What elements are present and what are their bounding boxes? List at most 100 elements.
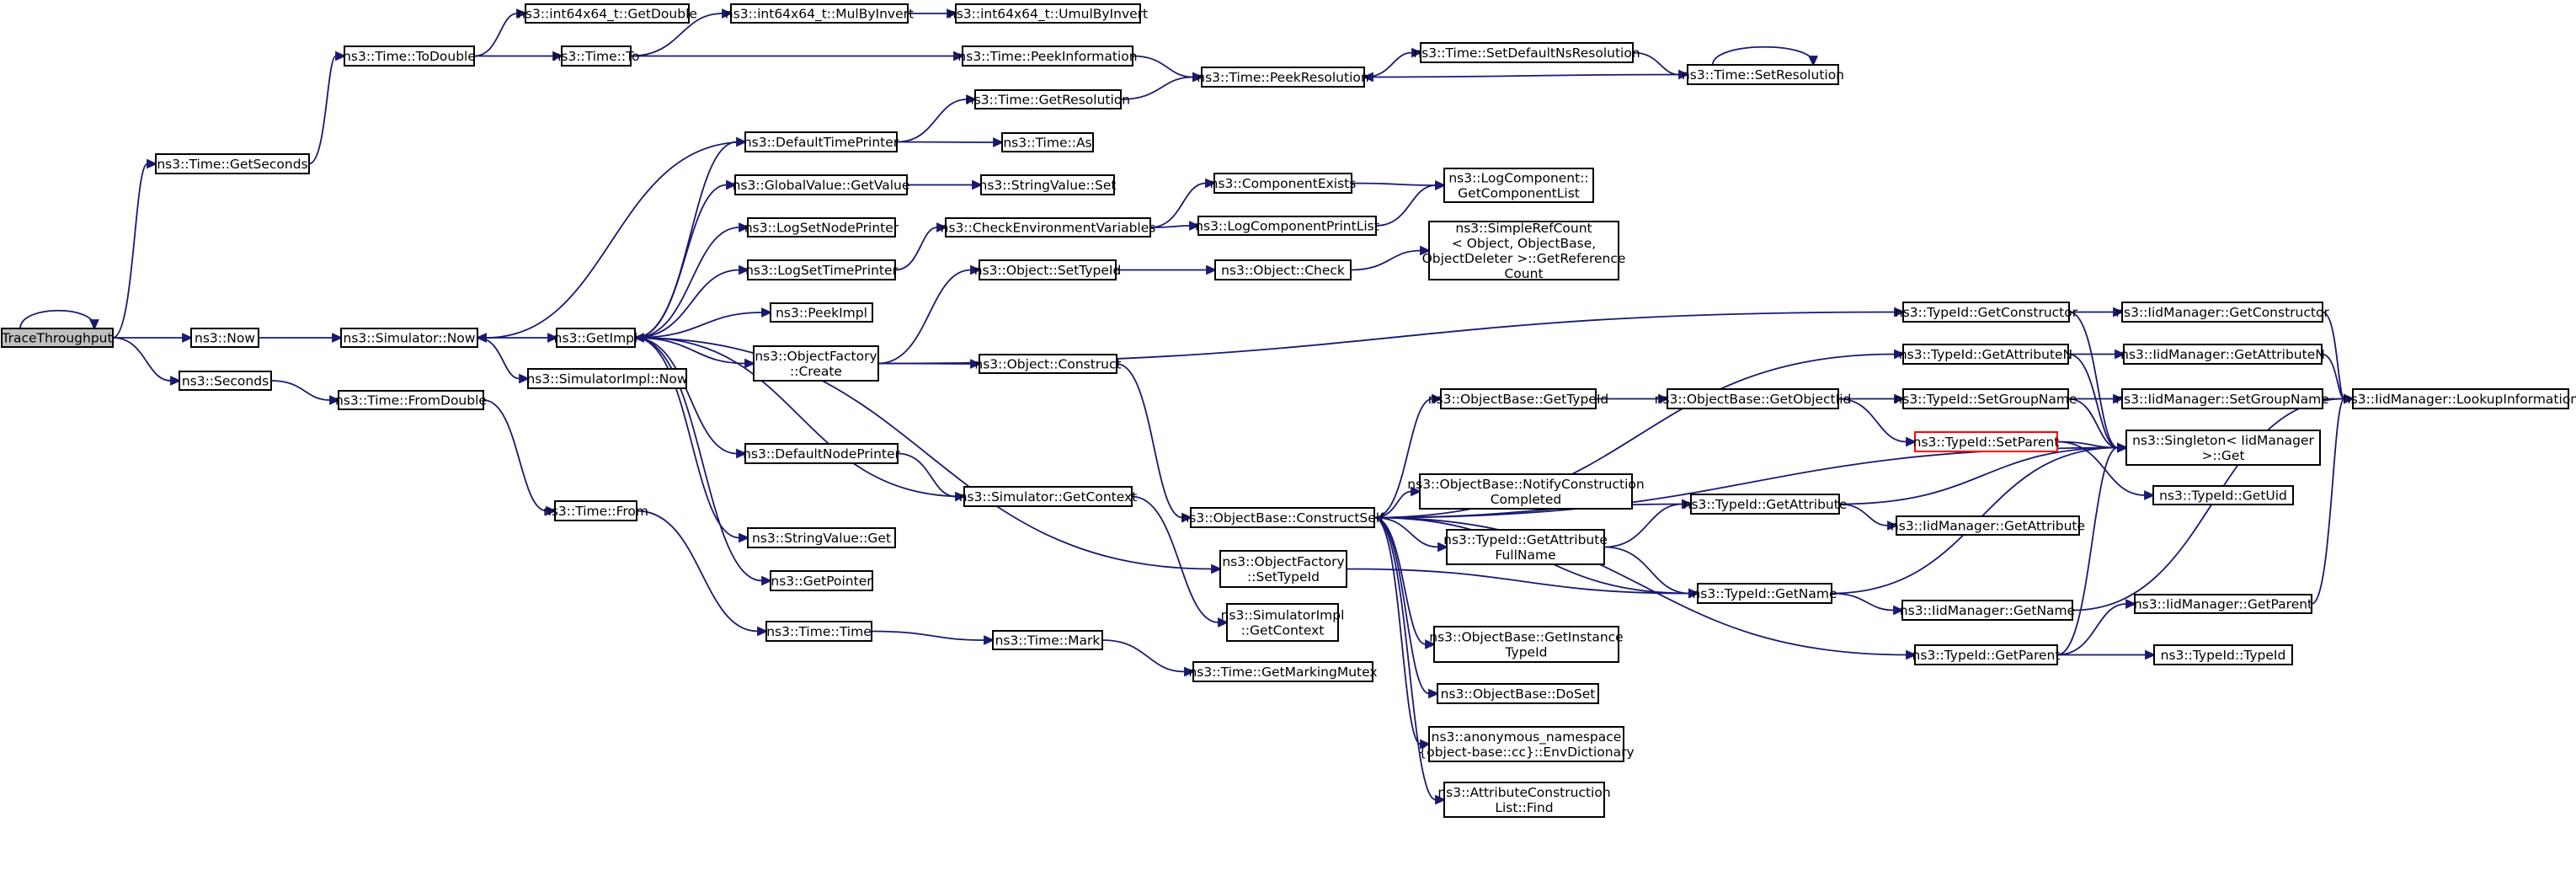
node-iidgetname[interactable]: ns3::IidManager::GetName (1900, 600, 2075, 621)
node-lookupinformation[interactable]: ns3::IidManager::LookupInformation (2343, 388, 2576, 409)
edge-tidgetconstructor-to-iidgetconstructor (2069, 307, 2125, 318)
node-tidgetattributen[interactable]: ns3::TypeId::GetAttributeN (1899, 344, 2072, 365)
node-iidgetconstructor[interactable]: ns3::IidManager::GetConstructor (2115, 302, 2329, 323)
edge-tidgetname-to-iidgetname (1831, 592, 1905, 616)
node-ofsettypeid[interactable]: ns3::ObjectFactory::SetTypeId (1219, 550, 1347, 588)
node-gettseconds[interactable]: ns3::Time::GetSeconds (155, 153, 310, 174)
node-stringvalueset[interactable]: ns3::StringValue::Set (979, 174, 1117, 195)
node-tracethroughput[interactable]: TraceThroughput (1, 328, 114, 348)
node-tidgetname[interactable]: ns3::TypeId::GetName (1692, 583, 1837, 604)
node-peekimpl[interactable]: ns3::PeekImpl (770, 302, 873, 323)
node-getresolution[interactable]: ns3::Time::GetResolution (966, 89, 1130, 109)
edge-getimpl-to-ofsettypeid (634, 337, 1223, 574)
node-timeto[interactable]: ns3::Time::To (553, 45, 640, 67)
node-getcomponentlist[interactable]: ns3::LogComponent::GetComponentList (1443, 168, 1594, 203)
node-umulbyinvert[interactable]: ns3::int64x64_t::UmulByInvert (948, 3, 1148, 24)
node-getimpl[interactable]: ns3::GetImpl (554, 328, 638, 348)
node-label: ns3::GetPointer (771, 574, 872, 589)
node-seconds[interactable]: ns3::Seconds (179, 371, 272, 391)
node-defaultnodeprinter[interactable]: ns3::DefaultNodePrinter (743, 443, 901, 464)
node-iidsetgroupname[interactable]: ns3::IidManager::SetGroupName (2115, 388, 2329, 409)
node-getpointer[interactable]: ns3::GetPointer (770, 570, 873, 591)
node-envdictionary[interactable]: ns3::anonymous_namespace{object-base::cc… (1418, 726, 1635, 762)
node-constructself[interactable]: ns3::ObjectBase::ConstructSelf (1181, 507, 1384, 528)
node-tidsetgroupname[interactable]: ns3::TypeId::SetGroupName (1894, 388, 2077, 409)
node-iidgetparent[interactable]: ns3::IidManager::GetParent (2134, 594, 2312, 614)
edge-arrowhead (1906, 649, 1917, 660)
node-getobjectiid[interactable]: ns3::ObjectBase::GetObjectIid (1655, 388, 1852, 409)
node-box (344, 45, 475, 67)
node-mulbyinvert[interactable]: ns3::int64x64_t::MulByInvert (725, 3, 914, 24)
node-objcheck[interactable]: ns3::Object::Check (1214, 259, 1352, 280)
node-timemark[interactable]: ns3::Time::Mark (992, 630, 1103, 650)
edge-arrowhead (1808, 56, 1819, 67)
node-objconstruct[interactable]: ns3::Object::Construct (974, 354, 1122, 374)
node-tidgetparent[interactable]: ns3::TypeId::GetParent (1912, 644, 2061, 665)
node-label: ns3::Singleton< IidManager (2132, 433, 2314, 448)
edge-arrowhead (1420, 739, 1432, 750)
node-componentexists[interactable]: ns3::ComponentExists (1210, 173, 1357, 194)
node-simimplgetcontext[interactable]: ns3::SimulatorImpl::GetContext (1221, 603, 1345, 642)
node-setresolution[interactable]: ns3::Time::SetResolution (1682, 64, 1844, 85)
node-label: ns3::TypeId::GetName (1692, 586, 1837, 601)
node-setdefaultnsres[interactable]: ns3::Time::SetDefaultNsResolution (1413, 42, 1640, 63)
node-logcompprintlist[interactable]: ns3::LogComponentPrintList (1195, 216, 1379, 236)
node-logsettimeprinter[interactable]: ns3::LogSetTimePrinter (745, 259, 899, 280)
node-obdoset[interactable]: ns3::ObjectBase::DoSet (1437, 683, 1599, 704)
node-objfactorycreate[interactable]: ns3::ObjectFactory::Create (753, 345, 879, 382)
node-simplerefcount[interactable]: ns3::SimpleRefCount< Object, ObjectBase,… (1422, 221, 1626, 281)
node-timetime[interactable]: ns3::Time::Time (765, 621, 872, 642)
node-singletonget[interactable]: ns3::Singleton< IidManager >::Get (2125, 430, 2321, 466)
node-now[interactable]: ns3::Now (190, 328, 259, 348)
node-box (561, 45, 632, 67)
edge-todouble-to-timeto (474, 51, 564, 61)
node-getmarkingmutex[interactable]: ns3::Time::GetMarkingMutex (1188, 661, 1378, 682)
node-tidtypeid[interactable]: ns3::TypeId::TypeId (2153, 644, 2293, 665)
node-peekinformation[interactable]: ns3::Time::PeekInformation (957, 45, 1138, 67)
node-checkenvvars[interactable]: ns3::CheckEnvironmentVariables (941, 217, 1156, 238)
node-label: ns3::Time::ToDouble (343, 49, 476, 64)
edge-constructself-to-obdoset (1373, 516, 1440, 699)
node-tidgetattribute[interactable]: ns3::TypeId::GetAttribute (1683, 494, 1848, 515)
node-notifyconstruction[interactable]: ns3::ObjectBase::NotifyConstructionCompl… (1407, 473, 1645, 510)
node-obgettypeid[interactable]: ns3::ObjectBase::GetTypeId (1428, 388, 1609, 409)
edge-objsettypeid-to-objcheck (1116, 264, 1218, 275)
edge-todouble-to-i64getdouble (473, 8, 528, 57)
node-peekresolution[interactable]: ns3::Time::PeekResolution (1197, 67, 1369, 88)
node-iidgetattributen[interactable]: ns3::IidManager::GetAttributeN (2120, 344, 2325, 365)
node-defaulttimeprinter[interactable]: ns3::DefaultTimePrinter (744, 131, 899, 152)
node-simgetcontext[interactable]: ns3::Simulator::GetContext (959, 486, 1138, 507)
node-objsettypeid[interactable]: ns3::Object::SetTypeId (974, 259, 1122, 280)
node-timeas[interactable]: ns3::Time::As (1001, 132, 1094, 152)
node-box (992, 630, 1103, 650)
node-label: Completed (1491, 492, 1562, 507)
node-label: ns3::LogComponent:: (1448, 171, 1588, 186)
node-fromdouble[interactable]: ns3::Time::FromDouble (335, 390, 487, 410)
node-stringvalueget[interactable]: ns3::StringValue::Get (747, 527, 896, 548)
node-label: ns3::SimulatorImpl (1221, 608, 1345, 623)
node-label: ns3::TypeId::GetUid (2159, 489, 2287, 504)
node-simnow[interactable]: ns3::Simulator::Now (340, 328, 478, 348)
node-todouble[interactable]: ns3::Time::ToDouble (343, 45, 476, 67)
node-label: ns3::Time::PeekInformation (957, 49, 1137, 64)
node-timefrom[interactable]: ns3::Time::From (543, 500, 648, 521)
node-box (1437, 683, 1599, 704)
node-tidgetuid[interactable]: ns3::TypeId::GetUid (2152, 485, 2294, 505)
edge-tidsetparent-to-tidgetuid (2056, 440, 2156, 500)
edge-arrowhead (475, 333, 487, 343)
edge-arrowhead (1218, 617, 1229, 627)
node-simimplnow[interactable]: ns3::SimulatorImpl::Now (526, 368, 688, 389)
node-gvgetvalue[interactable]: ns3::GlobalValue::GetValue (733, 174, 910, 195)
edge-arrowhead (1893, 605, 1905, 616)
node-tidgetconstructor[interactable]: ns3::TypeId::GetConstructor (1895, 302, 2078, 323)
node-tidsetparent[interactable]: ns3::TypeId::SetParent (1913, 431, 2060, 452)
node-logsetnodeprinter[interactable]: ns3::LogSetNodePrinter (744, 217, 899, 238)
node-iidgetattribute[interactable]: ns3::IidManager::GetAttribute (1891, 515, 2085, 536)
edge-ofsettypeid-to-tidgetname (1346, 568, 1700, 599)
node-box (1192, 661, 1373, 682)
node-i64getdouble[interactable]: ns3::int64x64_t::GetDouble (517, 3, 697, 24)
